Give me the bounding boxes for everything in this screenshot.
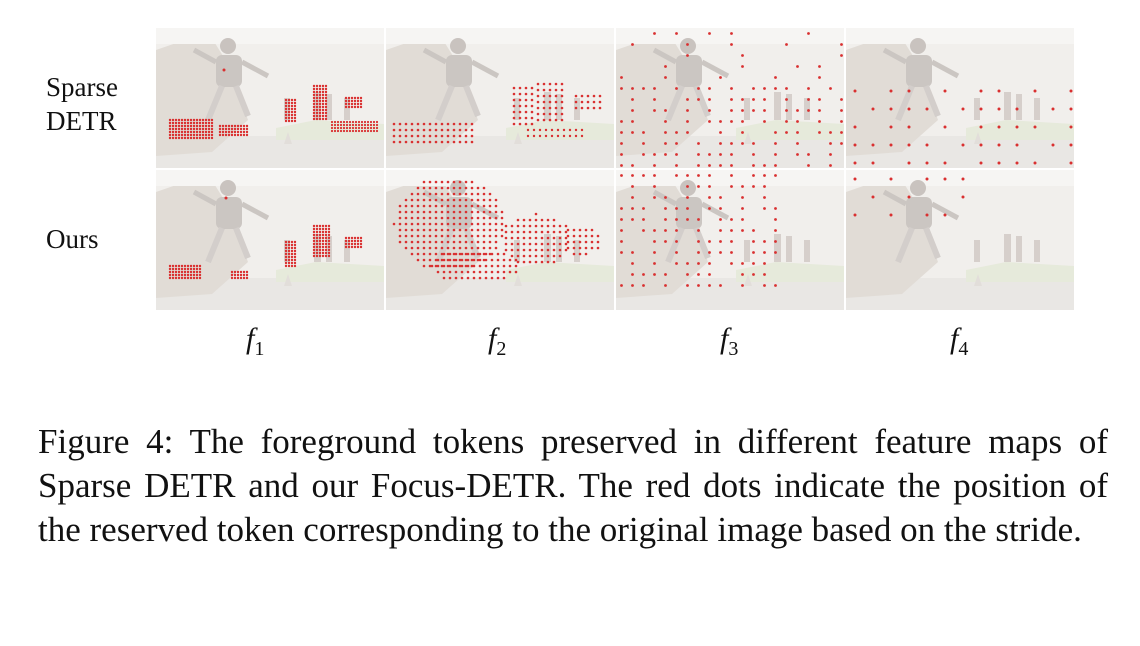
column-label-sub: 3 (728, 338, 739, 360)
panel-image (386, 170, 614, 310)
panel-ours-f3 (616, 170, 844, 310)
panel-sparse-f2 (386, 28, 614, 168)
panel-ours-f4 (846, 170, 1074, 310)
row-label-sparse-line1: Sparse (46, 72, 118, 102)
panel-sparse-f4 (846, 28, 1074, 168)
column-label-sub: 2 (496, 338, 507, 360)
figure-caption: Figure 4: The foreground tokens preserve… (38, 422, 1108, 549)
row-label-ours: Ours (46, 224, 99, 254)
panel-image (156, 170, 384, 310)
panel-ours-f2 (386, 170, 614, 310)
column-label-base: f (488, 322, 497, 355)
column-label-sub: 4 (958, 338, 969, 360)
row-label-sparse-line2: DETR (46, 106, 117, 136)
panel-ours-f1 (156, 170, 384, 310)
panel-sparse-f3 (616, 28, 844, 168)
panel-image (616, 28, 844, 168)
column-label-base: f (246, 322, 255, 355)
column-label-base: f (720, 322, 729, 355)
column-label-f1: f1 (246, 322, 264, 361)
column-label-sub: 1 (254, 338, 265, 360)
panel-image (616, 170, 844, 310)
panel-image (156, 28, 384, 168)
column-label-base: f (950, 322, 959, 355)
column-label-f2: f2 (488, 322, 506, 361)
panel-image (846, 28, 1074, 168)
column-label-f4: f4 (950, 322, 968, 361)
row-label-sparse-detr: Sparse DETR (46, 70, 118, 138)
panel-sparse-f1 (156, 28, 384, 168)
panel-image (846, 170, 1074, 310)
column-label-f3: f3 (720, 322, 738, 361)
panel-image (386, 28, 614, 168)
